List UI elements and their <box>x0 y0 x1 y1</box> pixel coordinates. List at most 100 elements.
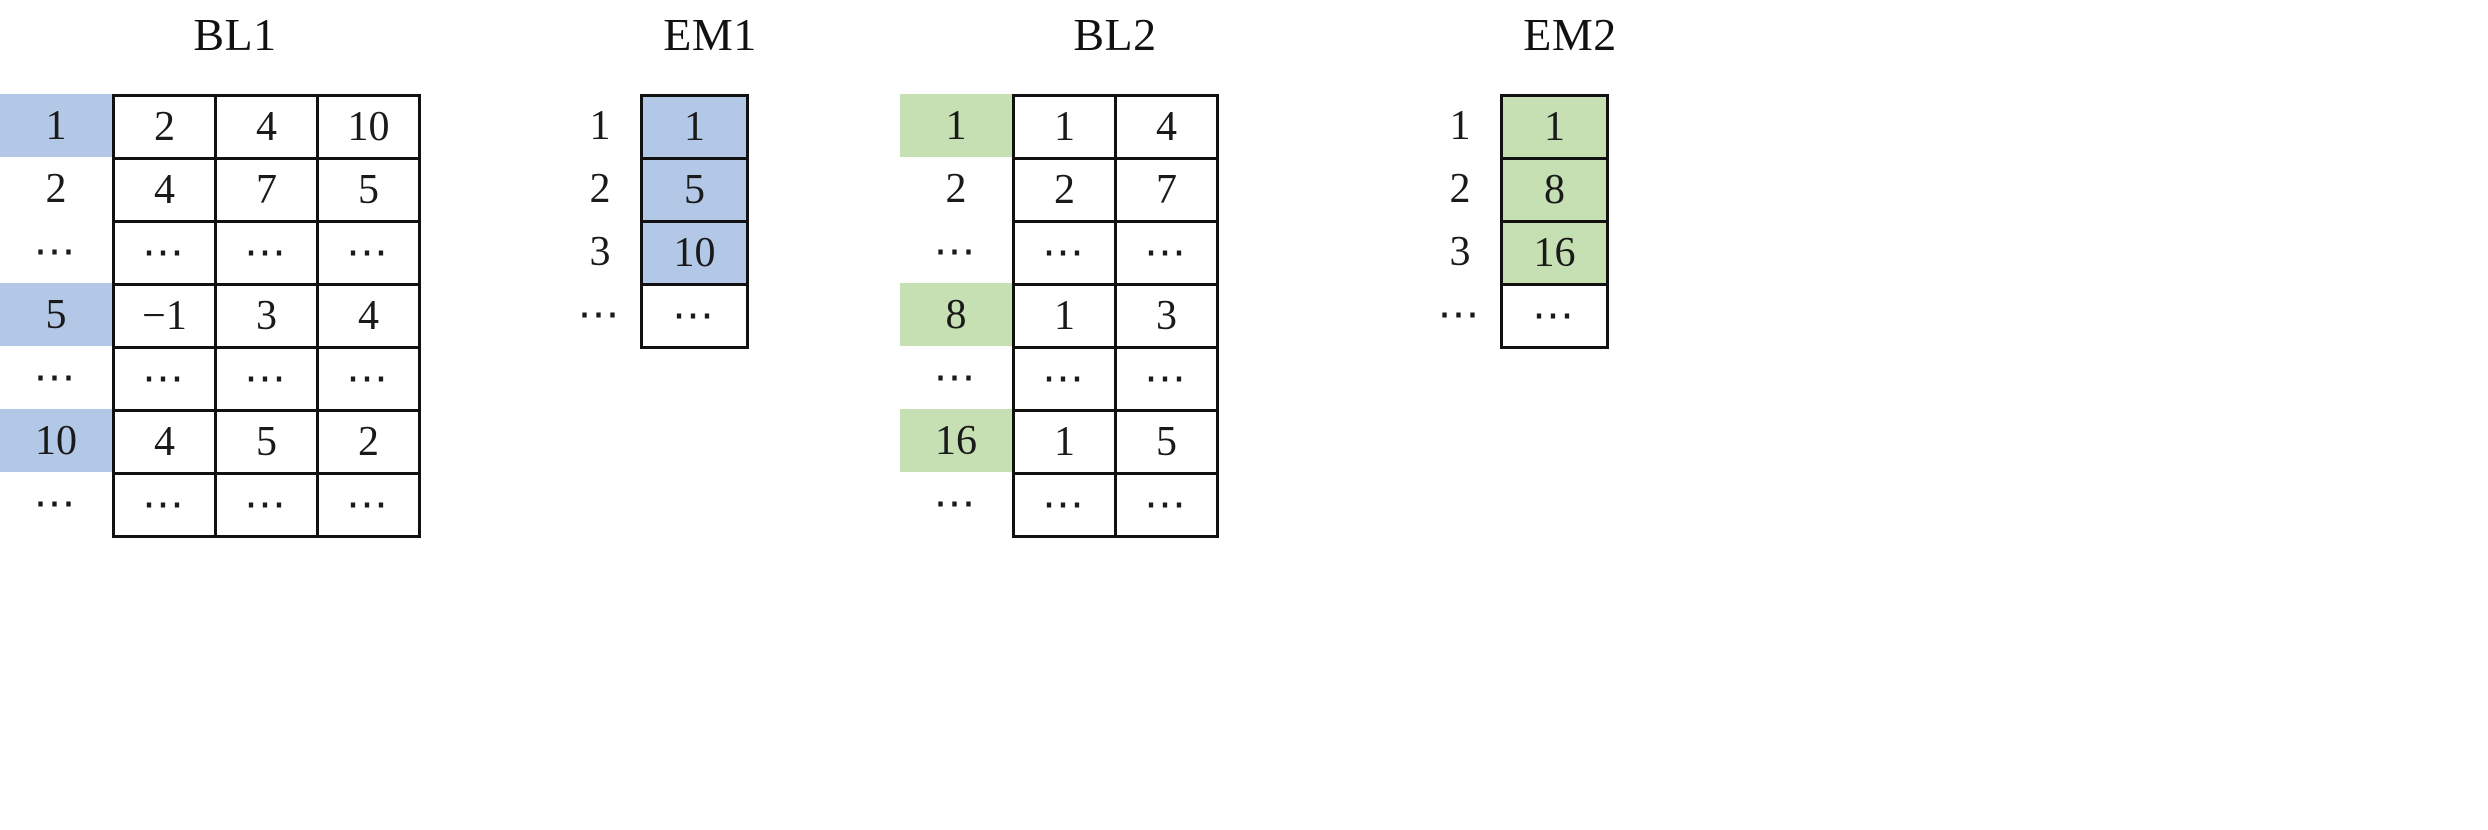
table-cell: ⋯ <box>217 223 319 286</box>
table-cell: 8 <box>1503 160 1609 223</box>
table-cell: 10 <box>319 97 421 160</box>
table-row: 16 <box>1503 223 1609 286</box>
index-cell: 3 <box>589 228 611 275</box>
table-row: 5 <box>643 160 749 223</box>
index-cell: 3 <box>1449 228 1471 275</box>
table-row: ⋯⋯ <box>1015 223 1219 286</box>
index-cell: 10 <box>0 409 112 472</box>
table-cell: 3 <box>1117 286 1219 349</box>
table-cell: 10 <box>643 223 749 286</box>
table-cell: ⋯ <box>115 475 217 538</box>
index-cell: ⋯ <box>933 228 979 275</box>
index-cell: 2 <box>1449 165 1471 212</box>
index-cell: 2 <box>589 165 611 212</box>
index-cell: ⋯ <box>933 354 979 401</box>
table-cell: 5 <box>643 160 749 223</box>
table-cell: 1 <box>1015 286 1117 349</box>
table-row: ⋯⋯ <box>1015 349 1219 412</box>
index-column-em2: 1 2 3 ⋯ <box>1420 94 1500 346</box>
index-column-em1: 1 2 3 ⋯ <box>560 94 640 346</box>
table-cell: ⋯ <box>319 223 421 286</box>
table-title-bl2: BL2 <box>1073 9 1157 60</box>
table-cell: 7 <box>1117 160 1219 223</box>
table-row: 8 <box>1503 160 1609 223</box>
table-cell: 4 <box>1117 97 1219 160</box>
index-column-bl1: 1 2 ⋯ 5 ⋯ 10 ⋯ <box>0 94 112 535</box>
table-cell: 4 <box>319 286 421 349</box>
table-cell: 1 <box>1015 97 1117 160</box>
table-row: ⋯ <box>643 286 749 349</box>
table-cell: ⋯ <box>1117 223 1219 286</box>
table-cell: ⋯ <box>1015 475 1117 538</box>
table-cell: 1 <box>1015 412 1117 475</box>
table-cell: −1 <box>115 286 217 349</box>
table-cell: 3 <box>217 286 319 349</box>
table-cell: 5 <box>319 160 421 223</box>
table-cell: 7 <box>217 160 319 223</box>
index-cell: ⋯ <box>1437 291 1483 338</box>
table-cell: ⋯ <box>115 349 217 412</box>
index-cell: 1 <box>0 94 112 157</box>
table-cell: ⋯ <box>217 349 319 412</box>
index-cell: 1 <box>589 102 611 149</box>
table-row: 10 <box>643 223 749 286</box>
table-cell: ⋯ <box>319 349 421 412</box>
index-cell: ⋯ <box>577 291 623 338</box>
table-cell: ⋯ <box>1117 475 1219 538</box>
table-row: ⋯⋯⋯ <box>115 349 421 412</box>
index-cell: ⋯ <box>33 228 79 275</box>
index-cell: 2 <box>45 165 67 212</box>
index-cell: 1 <box>1449 102 1471 149</box>
table-cell: 4 <box>115 412 217 475</box>
table-cell: ⋯ <box>1503 286 1609 349</box>
table-cell: 2 <box>1015 160 1117 223</box>
table-cell: ⋯ <box>1015 223 1117 286</box>
table-title-em1: EM1 <box>663 9 757 60</box>
table-title-bl1: BL1 <box>193 9 277 60</box>
table-cell: 16 <box>1503 223 1609 286</box>
table-row: ⋯ <box>1503 286 1609 349</box>
table-cell: 5 <box>1117 412 1219 475</box>
table-cell: ⋯ <box>1117 349 1219 412</box>
index-cell: ⋯ <box>33 480 79 527</box>
index-cell: ⋯ <box>933 480 979 527</box>
table-cell: 1 <box>643 97 749 160</box>
table-row: 1 <box>1503 97 1609 160</box>
table-cell: ⋯ <box>319 475 421 538</box>
table-cell: 1 <box>1503 97 1609 160</box>
table-row: ⋯⋯⋯ <box>115 223 421 286</box>
table-cell: 2 <box>115 97 217 160</box>
table-cell: ⋯ <box>115 223 217 286</box>
table-cell: ⋯ <box>643 286 749 349</box>
index-cell: 5 <box>0 283 112 346</box>
table-title-em2: EM2 <box>1523 9 1617 60</box>
table-cell: 5 <box>217 412 319 475</box>
table-cell: ⋯ <box>217 475 319 538</box>
table-row: 1 <box>643 97 749 160</box>
index-cell: 2 <box>945 165 967 212</box>
index-cell: ⋯ <box>33 354 79 401</box>
table-row: ⋯⋯⋯ <box>115 475 421 538</box>
table-cell: 4 <box>217 97 319 160</box>
